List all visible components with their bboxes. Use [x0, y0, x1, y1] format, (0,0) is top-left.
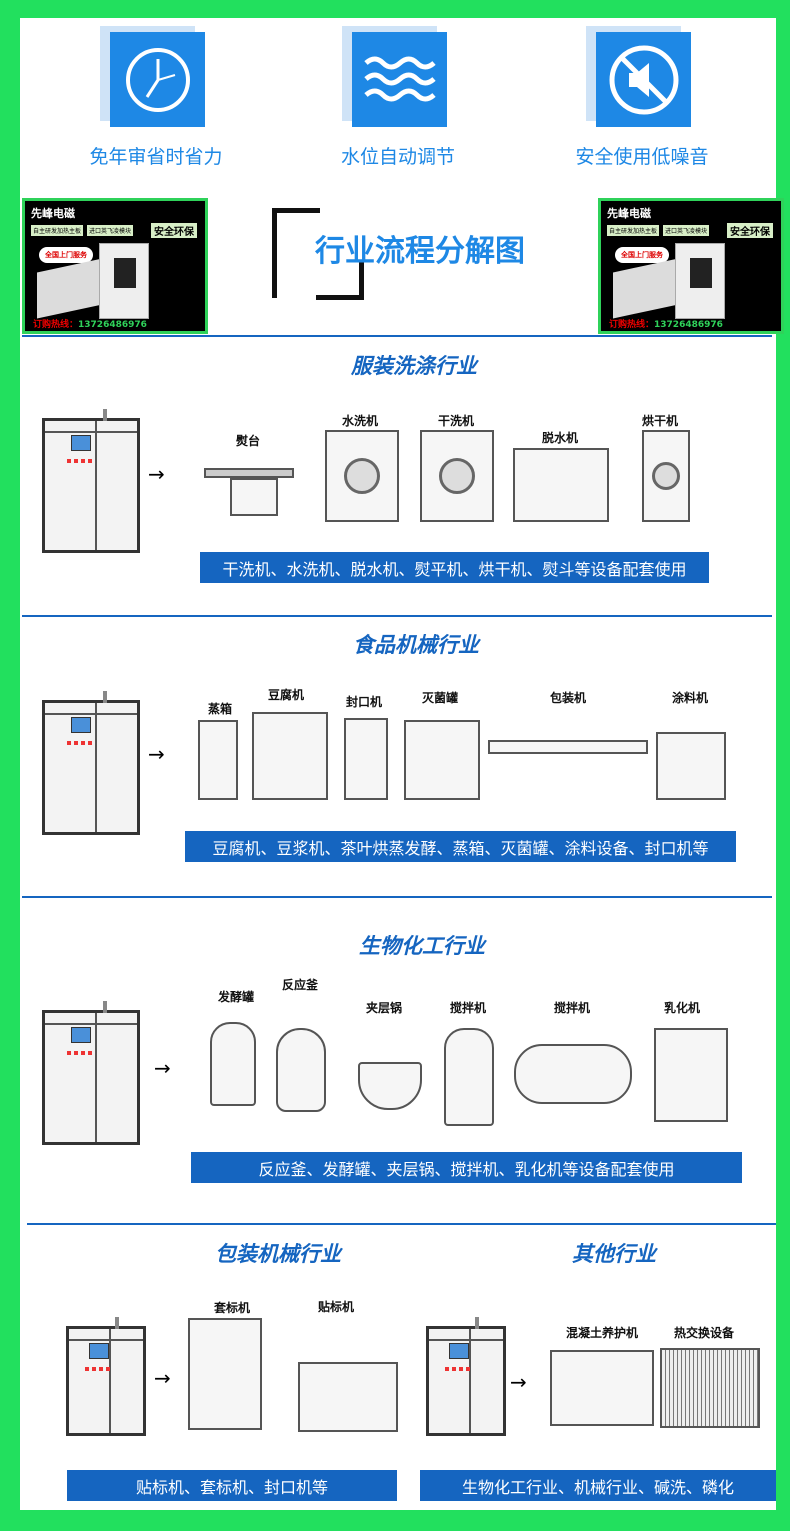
machine-label: 水洗机	[342, 414, 379, 428]
section-divider	[22, 335, 772, 337]
product-infographic: 免年审省时省力 水位自动调节 安全使用低噪音 先峰电磁 自主研发加热主板 进口英…	[20, 18, 784, 1510]
machine-label: 发酵罐	[218, 990, 255, 1004]
section-caption: 贴标机、套标机、封口机等	[67, 1470, 397, 1501]
device-image	[37, 257, 107, 319]
section-divider	[27, 1223, 776, 1225]
ad-brand: 先峰电磁	[607, 207, 651, 220]
spin-dryer-image	[513, 448, 609, 522]
section-caption: 干洗机、水洗机、脱水机、熨平机、烘干机、熨斗等设备配套使用	[200, 552, 709, 583]
ad-chip: 进口英飞凌模块	[87, 225, 134, 236]
machine-label: 搅拌机	[450, 1001, 487, 1015]
machine-label: 烘干机	[642, 414, 679, 428]
mixer-image	[514, 1044, 632, 1104]
bracket-decoration	[272, 208, 320, 298]
machine-label: 混凝土养护机	[566, 1326, 639, 1340]
section-title: 其他行业	[572, 1242, 656, 1266]
machine-label: 豆腐机	[268, 688, 305, 702]
main-title: 行业流程分解图	[315, 234, 525, 269]
arrow-right-icon: →	[154, 1056, 171, 1080]
machine-label: 贴标机	[318, 1300, 355, 1314]
water-wave-icon	[352, 32, 447, 127]
sealing-machine-image	[344, 718, 388, 800]
mute-speaker-icon	[596, 32, 691, 127]
tumble-dryer-image	[642, 430, 690, 522]
fermenter-image	[210, 1022, 256, 1106]
section-divider	[22, 615, 772, 617]
section-caption: 豆腐机、豆浆机、茶叶烘蒸发酵、蒸箱、灭菌罐、涂料设备、封口机等	[185, 831, 736, 862]
tofu-machine-image	[252, 712, 328, 800]
product-ad-left: 先峰电磁 自主研发加热主板 进口英飞凌模块 安全环保 全国上门服务 订购热线：1…	[22, 198, 208, 334]
section-title: 食品机械行业	[353, 633, 479, 657]
arrow-right-icon: →	[510, 1370, 527, 1394]
reactor-image	[276, 1028, 326, 1112]
mixer-image	[444, 1028, 494, 1126]
section-caption: 生物化工行业、机械行业、碱洗、磷化	[420, 1470, 776, 1501]
steam-generator-image	[42, 1001, 140, 1145]
feature-label: 安全使用低噪音	[575, 146, 709, 168]
machine-label: 包装机	[550, 691, 587, 705]
steam-generator-image	[426, 1317, 506, 1436]
machine-label: 蒸箱	[208, 702, 233, 716]
section-divider	[22, 896, 772, 898]
ad-hotline: 订购热线：13726486976	[609, 320, 723, 330]
arrow-right-icon: →	[148, 462, 165, 486]
machine-label: 套标机	[214, 1301, 251, 1315]
machine-label: 脱水机	[542, 431, 579, 445]
dry-cleaner-image	[420, 430, 494, 522]
machine-label: 干洗机	[438, 414, 475, 428]
clock-icon	[110, 32, 205, 127]
machine-label: 熨台	[236, 434, 261, 448]
jacketed-kettle-image	[358, 1062, 422, 1110]
feature-label: 免年审省时省力	[89, 146, 223, 168]
ad-chip: 进口英飞凌模块	[663, 225, 710, 236]
feature-label: 水位自动调节	[340, 146, 455, 168]
ad-chip: 自主研发加热主板	[31, 225, 84, 236]
ad-chip: 自主研发加热主板	[607, 225, 660, 236]
ironing-table-image	[204, 468, 294, 478]
machine-label: 夹层锅	[366, 1001, 403, 1015]
ad-safe: 安全环保	[151, 223, 197, 238]
concrete-curing-machine-image	[550, 1350, 654, 1426]
washer-image	[325, 430, 399, 522]
coating-machine-image	[656, 732, 726, 800]
section-title: 包装机械行业	[215, 1242, 341, 1266]
steam-generator-image	[66, 1317, 146, 1436]
sterilizer-image	[404, 720, 480, 800]
device-image	[613, 257, 683, 319]
arrow-right-icon: →	[154, 1366, 171, 1390]
device-image	[99, 243, 149, 319]
ad-brand: 先峰电磁	[31, 207, 75, 220]
ironing-table-image	[230, 478, 278, 516]
heat-exchanger-image	[660, 1348, 760, 1428]
labeler-image	[298, 1362, 398, 1432]
product-ad-right: 先峰电磁 自主研发加热主板 进口英飞凌模块 安全环保 全国上门服务 订购热线：1…	[598, 198, 784, 334]
device-image	[675, 243, 725, 319]
ad-service: 全国上门服务	[615, 247, 669, 263]
arrow-right-icon: →	[148, 742, 165, 766]
steam-generator-image	[42, 409, 140, 553]
section-caption: 反应釜、发酵罐、夹层锅、搅拌机、乳化机等设备配套使用	[191, 1152, 742, 1183]
machine-label: 涂料机	[672, 691, 709, 705]
emulsifier-image	[654, 1028, 728, 1122]
ad-safe: 安全环保	[727, 223, 773, 238]
machine-label: 灭菌罐	[422, 691, 459, 705]
machine-label: 反应釜	[282, 978, 319, 992]
section-title: 生物化工行业	[359, 934, 485, 958]
machine-label: 封口机	[346, 695, 383, 709]
section-title: 服装洗涤行业	[351, 354, 477, 378]
bracket-decoration	[316, 260, 364, 300]
ad-service: 全国上门服务	[39, 247, 93, 263]
machine-label: 搅拌机	[554, 1001, 591, 1015]
packaging-machine-image	[488, 740, 648, 754]
steamer-image	[198, 720, 238, 800]
steam-generator-image	[42, 691, 140, 835]
machine-label: 乳化机	[664, 1001, 701, 1015]
machine-label: 热交换设备	[674, 1326, 735, 1340]
sleeve-labeler-image	[188, 1318, 262, 1430]
ad-hotline: 订购热线：13726486976	[33, 320, 147, 330]
